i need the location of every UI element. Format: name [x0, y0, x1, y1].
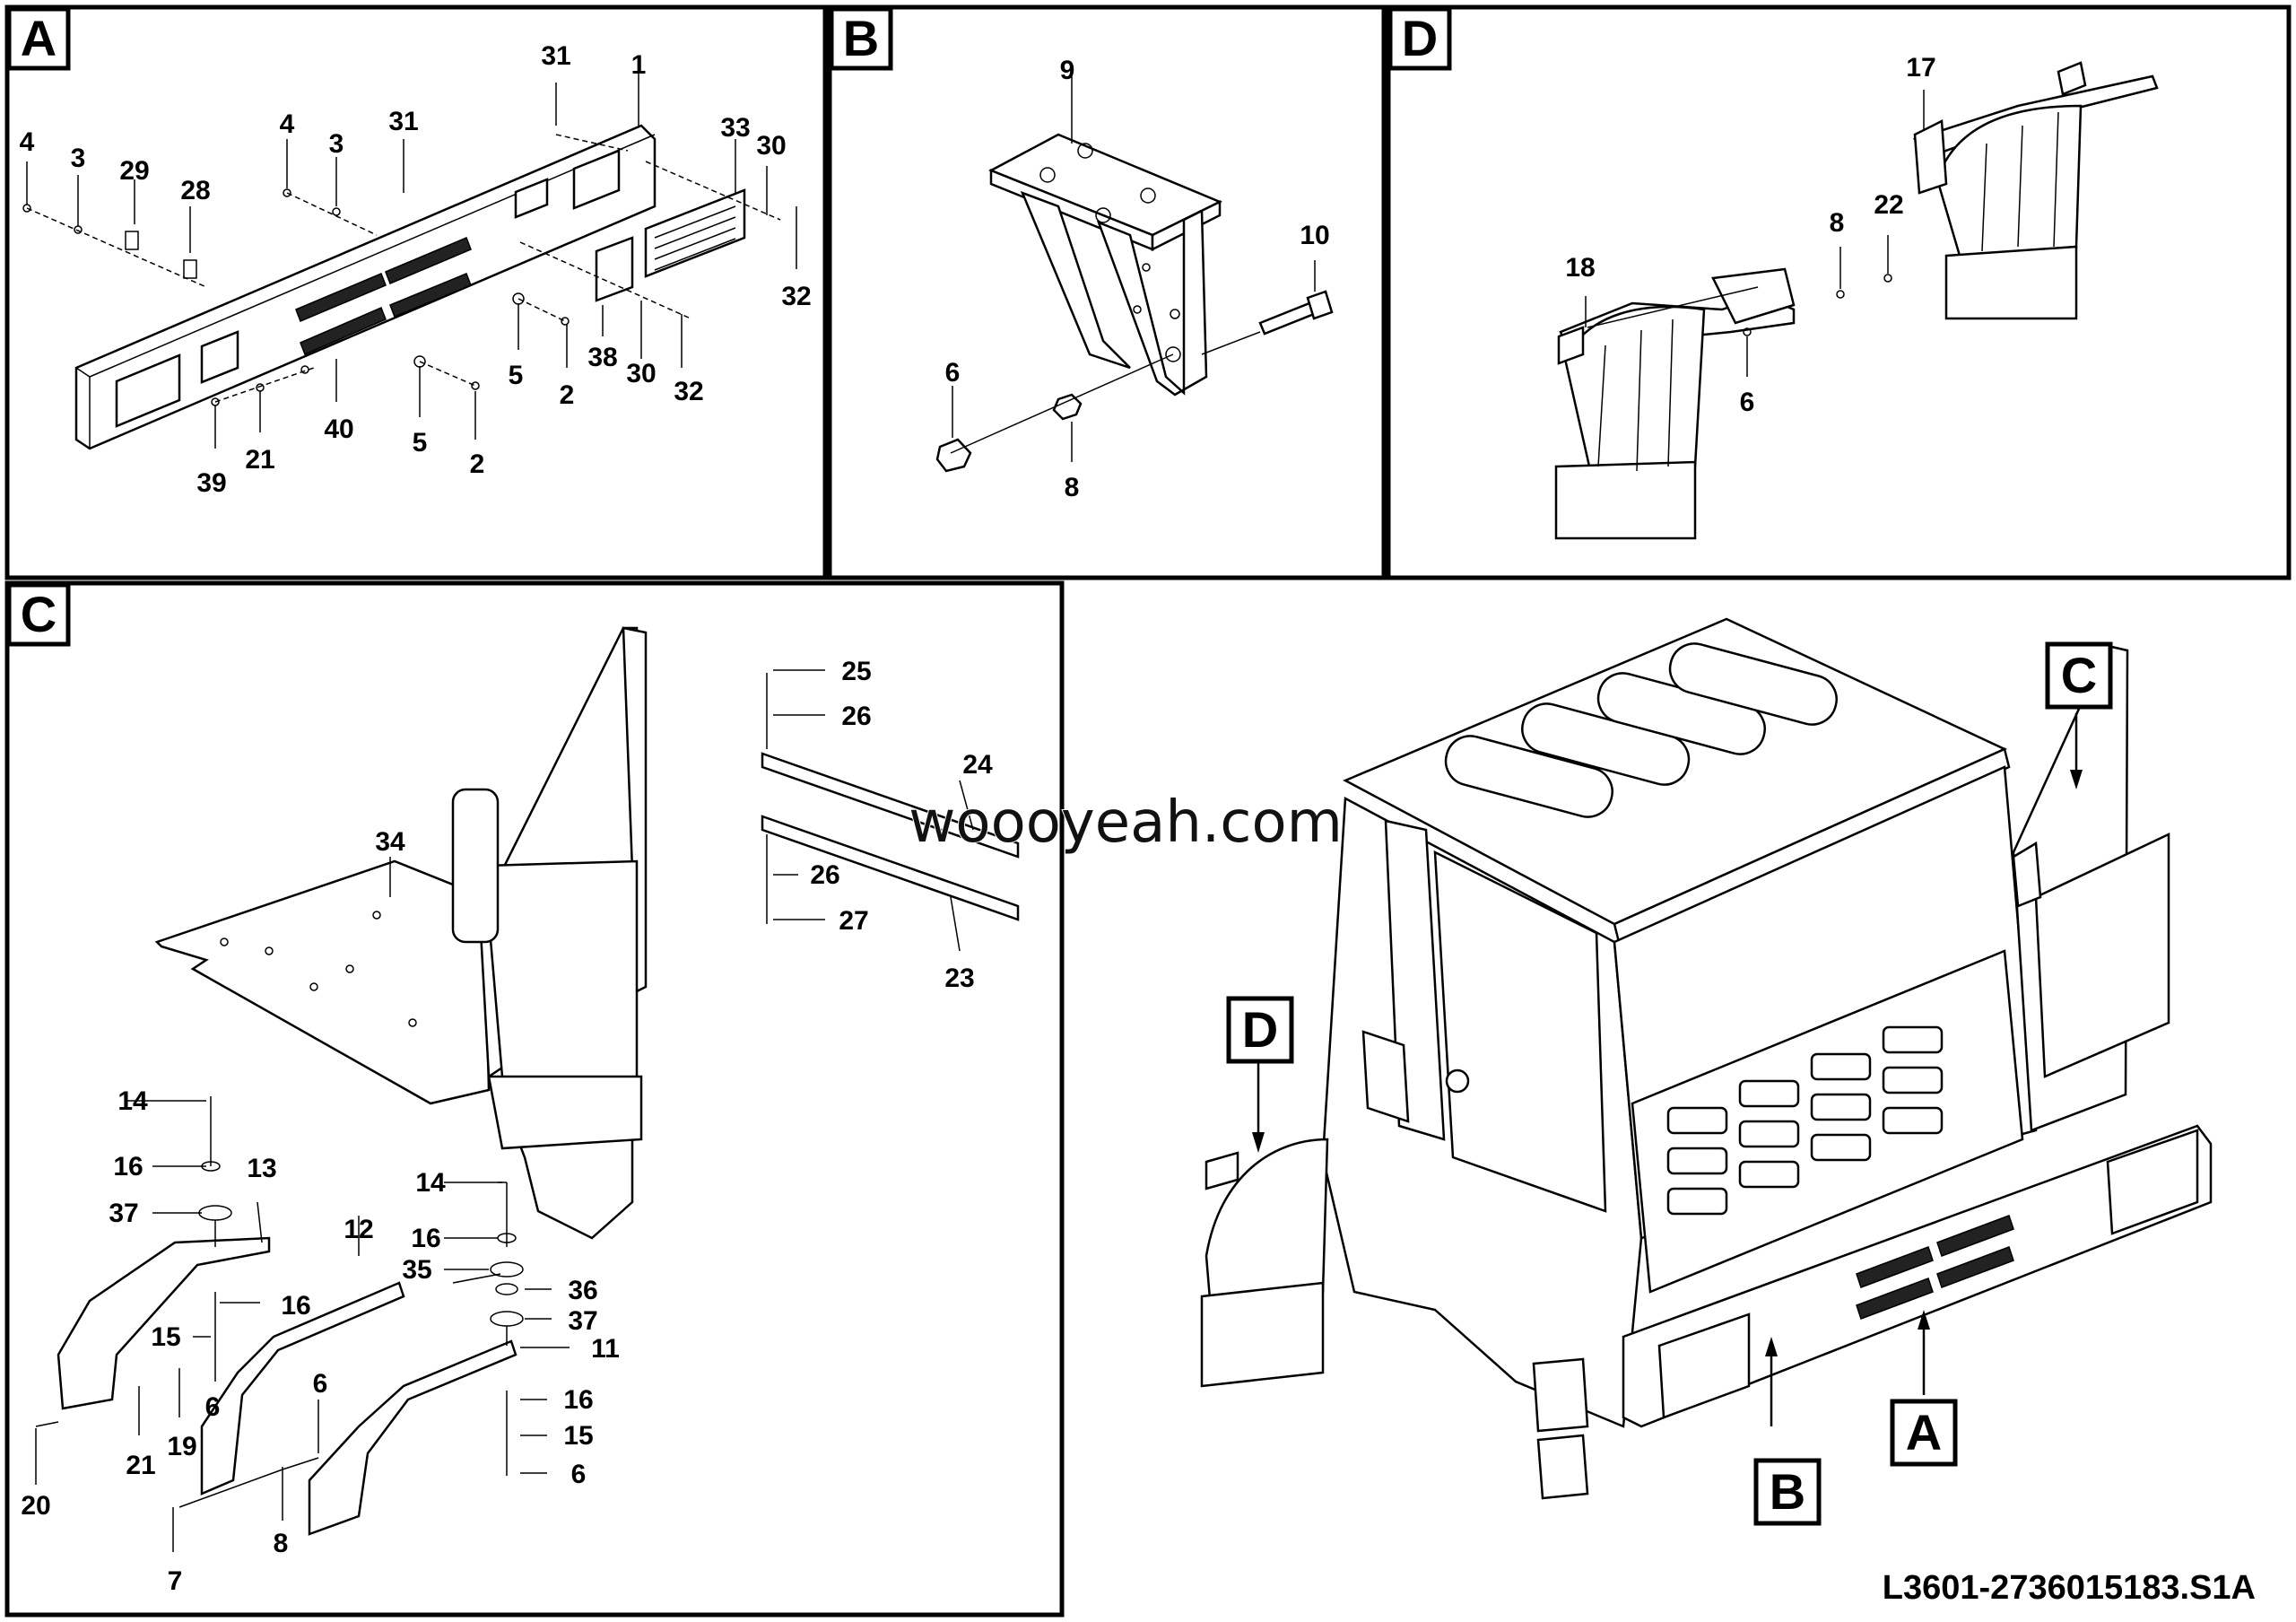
callout-a-33: 33	[720, 113, 750, 143]
panel-a-drawing: 31 1 4 3 31 33 30 4 3 29 28 32 5 2 38 30…	[20, 41, 812, 498]
panel-a-frame	[4, 4, 828, 580]
callout-c-16c: 16	[411, 1224, 440, 1253]
svg-text:C: C	[2061, 647, 2097, 703]
panel-d-frame	[1386, 4, 2292, 580]
panel-d-label: D	[1387, 6, 1452, 71]
callout-a-31: 31	[541, 41, 570, 71]
callout-a-29: 29	[119, 156, 149, 186]
callout-c-26: 26	[841, 702, 871, 731]
callout-d-8: 8	[1830, 208, 1845, 238]
callout-c-35: 35	[402, 1255, 431, 1285]
overview-marker-c: C	[2045, 641, 2113, 710]
panel-c-label: C	[6, 582, 71, 647]
callout-c-34: 34	[375, 827, 405, 857]
callout-a-40: 40	[324, 414, 353, 444]
callout-c-16: 16	[113, 1152, 143, 1182]
callout-a-28: 28	[180, 176, 210, 205]
panel-c-frame	[4, 580, 1065, 1618]
callout-a-3b: 3	[329, 129, 344, 159]
callout-a-5b: 5	[413, 428, 428, 458]
callout-c-15: 15	[151, 1322, 180, 1352]
callout-c-14b: 14	[415, 1168, 446, 1198]
svg-text:B: B	[1770, 1463, 1805, 1520]
callout-a-31b: 31	[388, 107, 418, 136]
panel-b-drawing: 9 10 6 8	[935, 56, 1334, 502]
overview-marker-b: B	[1753, 1458, 1822, 1526]
callout-c-14: 14	[117, 1086, 148, 1116]
callout-b-6: 6	[945, 358, 961, 388]
callout-a-21: 21	[245, 445, 274, 475]
panel-b-label: B	[829, 6, 893, 71]
svg-text:C: C	[21, 586, 57, 642]
callout-a-32b: 32	[674, 377, 703, 406]
callout-b-9: 9	[1060, 56, 1075, 85]
panel-b-frame	[827, 4, 1387, 580]
callout-a-3: 3	[71, 144, 86, 173]
callout-a-5: 5	[509, 361, 524, 390]
svg-text:A: A	[21, 10, 57, 66]
panel-d-drawing: 17 8 22 18 6	[1554, 53, 2159, 540]
callout-c-19: 19	[167, 1432, 196, 1461]
callout-c-13: 13	[247, 1154, 276, 1183]
callout-d-22: 22	[1874, 190, 1903, 220]
callout-c-6: 6	[205, 1392, 221, 1422]
callout-c-37: 37	[109, 1199, 138, 1228]
svg-text:B: B	[843, 10, 879, 66]
callout-c-20: 20	[21, 1491, 50, 1521]
callout-b-10: 10	[1300, 221, 1329, 250]
callout-c-16d: 16	[563, 1385, 593, 1415]
callout-c-8: 8	[274, 1529, 289, 1558]
callout-a-2: 2	[560, 380, 575, 410]
callout-a-30: 30	[756, 131, 786, 161]
callout-c-25: 25	[841, 657, 871, 686]
callout-a-4: 4	[20, 127, 35, 157]
callout-c-24: 24	[962, 750, 993, 780]
callout-c-37b: 37	[568, 1306, 597, 1336]
callout-c-21: 21	[126, 1451, 155, 1480]
callout-c-7: 7	[168, 1566, 183, 1596]
callout-c-15b: 15	[563, 1421, 593, 1451]
callout-a-39: 39	[196, 468, 226, 498]
drawing-id: L3601-2736015183.S1A	[1883, 1569, 2256, 1607]
callout-d-18: 18	[1565, 253, 1595, 283]
callout-b-8: 8	[1065, 473, 1080, 502]
callout-c-6b: 6	[313, 1369, 328, 1399]
callout-c-26b: 26	[810, 860, 839, 890]
callout-c-11: 11	[591, 1334, 620, 1364]
callout-c-16b: 16	[281, 1291, 310, 1321]
overview-marker-d: D	[1226, 996, 1294, 1064]
callout-c-36: 36	[568, 1276, 597, 1305]
svg-text:D: D	[1242, 1001, 1278, 1058]
callout-a-32: 32	[781, 282, 811, 311]
callout-c-6c: 6	[571, 1460, 587, 1489]
callout-d-17: 17	[1906, 53, 1935, 83]
callout-a-1: 1	[631, 50, 647, 80]
callout-a-4b: 4	[280, 109, 295, 139]
callout-c-23: 23	[944, 964, 974, 993]
cab-overview-drawing: C D A B	[1200, 617, 2213, 1526]
callout-c-12: 12	[344, 1215, 373, 1244]
callout-c-27: 27	[839, 906, 868, 936]
watermark: woooyeah.com	[909, 789, 1343, 856]
callout-a-2b: 2	[470, 449, 485, 479]
overview-marker-a: A	[1890, 1399, 1958, 1467]
svg-text:D: D	[1402, 10, 1438, 66]
callout-a-30b: 30	[626, 359, 656, 388]
panel-a-label: A	[6, 6, 71, 71]
svg-text:A: A	[1906, 1404, 1942, 1461]
panel-c-drawing: 25 26 24 34 26 27 23 14 16 13 37 16 14 1…	[21, 626, 1020, 1596]
callout-a-38: 38	[587, 343, 617, 372]
callout-d-6: 6	[1740, 388, 1755, 417]
